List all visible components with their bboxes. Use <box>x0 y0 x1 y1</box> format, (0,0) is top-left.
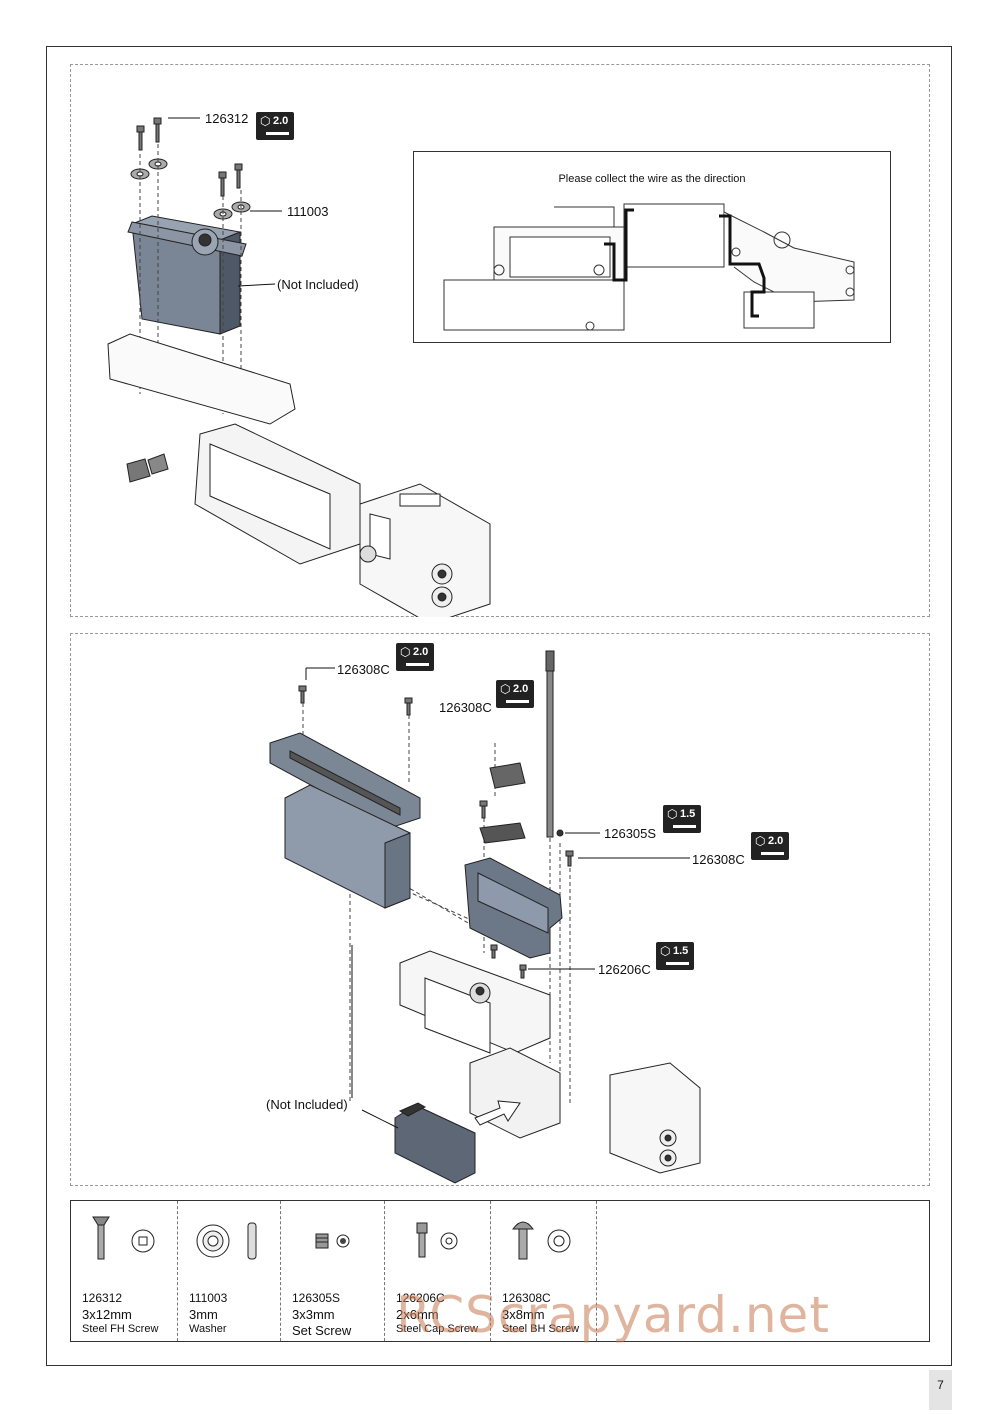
hex-wrench-icon: ⬡ <box>660 944 671 958</box>
fh-screw-icon <box>92 1216 155 1260</box>
step-panel-servo <box>70 64 930 617</box>
part-cell: 126308C 3x8mm Steel BH Screw <box>491 1201 597 1341</box>
part-cell: 126305S 3x3mm Set Screw <box>281 1201 385 1341</box>
tool-badge: ⬡ 1.5 <box>663 805 701 833</box>
label-126206c: 126206C <box>598 962 651 977</box>
servo-mount-illustration <box>107 117 491 617</box>
part-cell: 126312 3x12mm Steel FH Screw <box>71 1201 178 1341</box>
washer-icon <box>196 1222 257 1260</box>
wire-routing-note-title: Please collect the wire as the direction <box>558 173 746 185</box>
tool-badge: ⬡ 1.5 <box>656 942 694 970</box>
tool-badge: ⬡ 2.0 <box>396 643 434 671</box>
page-frame <box>46 46 952 1366</box>
tool-badge: ⬡ 2.0 <box>256 112 294 140</box>
page-number: 7 <box>929 1370 952 1410</box>
tool-badge: ⬡ 2.0 <box>751 832 789 860</box>
top-leader-lines <box>168 117 282 287</box>
label-not-included-servo: (Not Included) <box>277 277 359 292</box>
label-111003: 111003 <box>287 204 329 219</box>
part-cell: 126206C 2x6mm Steel Cap Screw <box>385 1201 491 1341</box>
label-not-included-receiver: (Not Included) <box>266 1097 348 1112</box>
wire-routing-diagram <box>443 203 855 331</box>
label-126308c-b: 126308C <box>439 700 492 715</box>
hex-wrench-icon: ⬡ <box>400 645 411 659</box>
mid-leader-lines <box>305 667 690 1129</box>
label-126308c-a: 126308C <box>337 662 390 677</box>
wire-routing-note: Please collect the wire as the direction <box>413 151 891 343</box>
hex-wrench-icon: ⬡ <box>500 682 511 696</box>
watermark: RCScrapyard.net <box>396 1286 830 1344</box>
tool-badge: ⬡ 2.0 <box>496 680 534 708</box>
set-screw-icon <box>315 1233 350 1249</box>
part-cell: 111003 3mm Washer <box>178 1201 281 1341</box>
parts-list: 126312 3x12mm Steel FH Screw 111003 3mm … <box>70 1200 930 1342</box>
hex-wrench-icon: ⬡ <box>260 114 271 128</box>
label-126312: 126312 <box>205 111 249 126</box>
label-126308c-d: 126308C <box>692 852 745 867</box>
step-panel-battery-receiver <box>70 633 930 1186</box>
cap-screw-icon <box>416 1222 458 1258</box>
battery-receiver-illustration <box>269 650 701 1184</box>
hex-wrench-icon: ⬡ <box>667 807 678 821</box>
hex-wrench-icon: ⬡ <box>755 834 766 848</box>
label-126305s: 126305S <box>604 826 657 841</box>
bh-screw-icon <box>512 1221 571 1260</box>
